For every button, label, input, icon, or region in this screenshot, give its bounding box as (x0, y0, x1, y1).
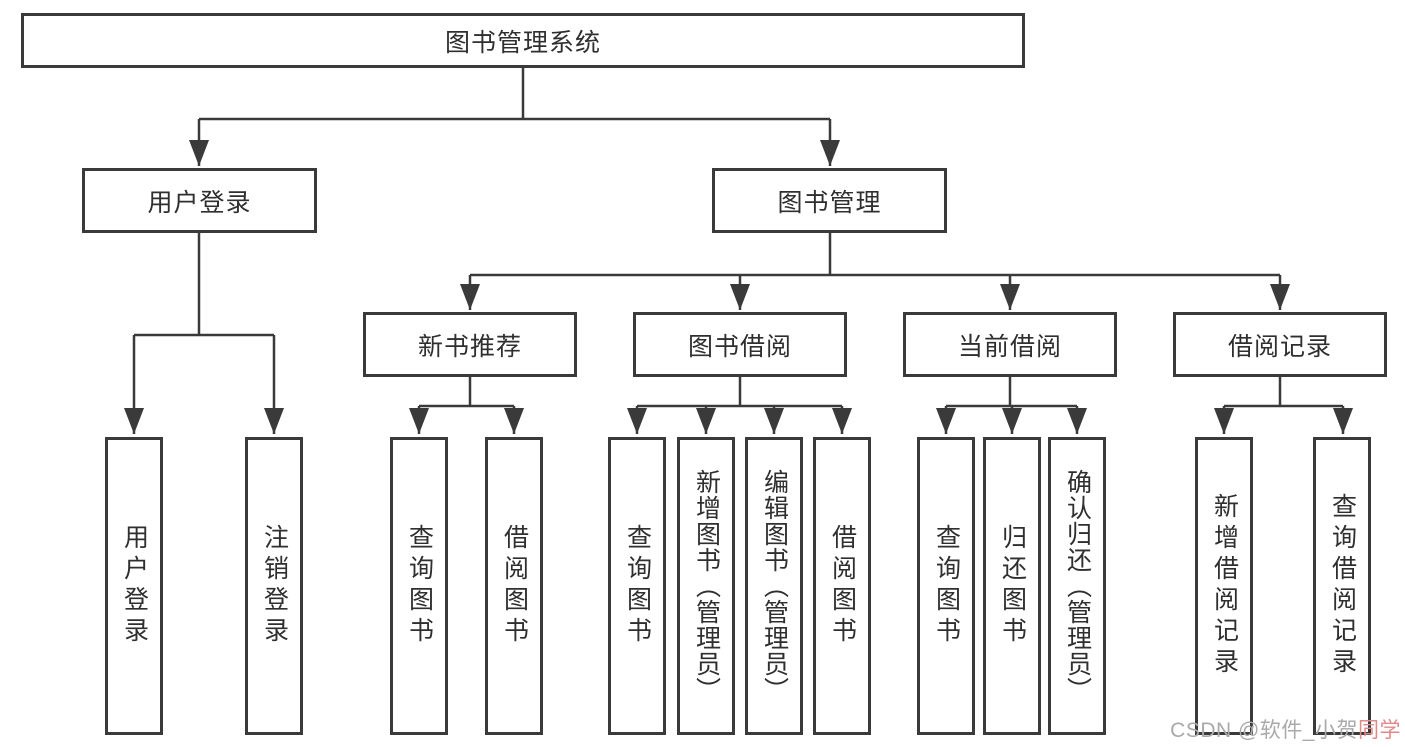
node-book-borrowing: 图书借阅 (633, 312, 847, 377)
leaf-add-borrow-record: 新增借阅记录 (1195, 437, 1253, 735)
leaf-label: 确认归还︵管理员︶ (1063, 469, 1092, 703)
leaf-confirm-return-admin: 确认归还︵管理员︶ (1048, 437, 1106, 735)
leaf-query-books-1: 查询图书 (390, 437, 448, 735)
node-root: 图书管理系统 (21, 13, 1025, 68)
leaf-query-books-2: 查询图书 (608, 437, 666, 735)
leaf-logout: 注销登录 (245, 437, 303, 735)
leaf-return-books: 归还图书 (983, 437, 1041, 735)
leaf-borrow-books-2: 借阅图书 (813, 437, 871, 735)
leaf-label: 归还图书 (998, 524, 1027, 648)
connector-arrows (124, 119, 1353, 434)
leaf-label: 查询图书 (932, 524, 961, 648)
leaf-query-books-3: 查询图书 (917, 437, 975, 735)
leaf-label: 借阅图书 (500, 524, 529, 648)
node-current-borrowing: 当前借阅 (903, 312, 1117, 377)
leaf-label: 查询图书 (623, 524, 652, 648)
leaf-label: 用户登录 (120, 524, 149, 648)
watermark-text-red: 同学 (1358, 719, 1401, 742)
connector-stems (134, 68, 1343, 408)
leaf-label: 新增图书︵管理员︶ (692, 469, 721, 703)
watermark: CSDN @软件_小贺同学 (1170, 714, 1401, 744)
leaf-label: 查询图书 (405, 524, 434, 648)
leaf-label: 借阅图书 (828, 524, 857, 648)
node-user-login: 用户登录 (82, 168, 317, 233)
node-borrowing-records: 借阅记录 (1173, 312, 1387, 377)
leaf-label: 查询借阅记录 (1328, 493, 1357, 679)
node-book-management: 图书管理 (712, 168, 947, 233)
leaf-query-borrow-record: 查询借阅记录 (1313, 437, 1371, 735)
leaf-label: 注销登录 (260, 524, 289, 648)
leaf-borrow-books-1: 借阅图书 (485, 437, 543, 735)
leaf-user-login: 用户登录 (105, 437, 163, 735)
leaf-add-book-admin: 新增图书︵管理员︶ (677, 437, 735, 735)
node-new-book-recommend: 新书推荐 (363, 312, 577, 377)
leaf-label: 编辑图书︵管理员︶ (760, 469, 789, 703)
leaf-edit-book-admin: 编辑图书︵管理员︶ (745, 437, 803, 735)
watermark-text-gray: CSDN @软件_小贺 (1170, 719, 1358, 742)
leaf-label: 新增借阅记录 (1210, 493, 1239, 679)
